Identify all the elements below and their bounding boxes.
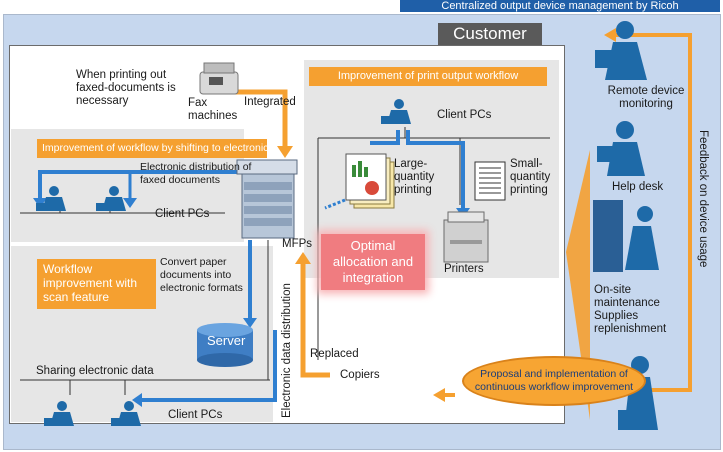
large-quantity-text: Large-quantity printing	[394, 158, 435, 196]
banner-title: Centralized output device management by …	[441, 0, 679, 12]
header-banner: Centralized output device management by …	[400, 0, 720, 12]
help-desk-person-icon	[597, 121, 645, 176]
fax-integrated-arrow	[232, 89, 288, 148]
small-quantity-text: Small-quantity printing	[510, 158, 551, 196]
mfps-text: MFPs	[282, 238, 313, 250]
scan-label: Workflow improvement with scan feature	[37, 259, 156, 309]
when-printing-text: When printing out faxed-documents is nec…	[76, 69, 176, 107]
convert-text: Convert paper documents into electronic …	[160, 256, 243, 294]
remote-monitoring-text: Remote device monitoring	[607, 85, 685, 110]
client-pc-icon	[36, 186, 66, 211]
electronic-distribution-text: Electronic distribution of faxed documen…	[140, 161, 252, 186]
client-pc-icon	[44, 401, 74, 426]
fax-client-pcs-text: Client PCs	[155, 208, 210, 220]
print-client-pcs-text: Client PCs	[437, 109, 492, 121]
top-strip	[0, 0, 723, 9]
integrated-text: Integrated	[244, 96, 296, 108]
fax-machines-text: Fax machines	[188, 97, 238, 122]
maintenance-person-icon	[593, 200, 659, 272]
printer-icon	[443, 211, 489, 263]
copier-replaced-arrow	[300, 262, 330, 378]
right-chevron	[566, 150, 590, 420]
onsite-maintenance-text: On-site maintenance Supplies replenishme…	[594, 284, 667, 335]
client-pc-icon	[381, 99, 411, 124]
proposal-ellipse: Proposal and implementation of continuou…	[462, 356, 646, 406]
large-quantity-documents-icon	[345, 153, 395, 209]
fax-machine-icon	[199, 62, 239, 95]
feedback-arrow	[610, 33, 692, 392]
print-arrow-left	[370, 130, 400, 145]
client-pc-icon	[96, 186, 126, 211]
fax-distribution-arrow	[38, 170, 245, 200]
electronic-fax-label: Improvement of workflow by shifting to e…	[37, 139, 299, 158]
sharing-text: Sharing electronic data	[36, 365, 154, 377]
server-icon	[197, 323, 253, 367]
help-desk-text: Help desk	[612, 181, 664, 193]
mfp-device-icon	[236, 159, 298, 239]
client-pc-icon	[111, 401, 141, 426]
customer-label: Customer	[438, 23, 542, 45]
remote-monitoring-person-icon	[595, 21, 647, 80]
replaced-text: Replaced	[310, 348, 359, 360]
small-quantity-document-icon	[474, 161, 506, 201]
server-label: Server	[207, 333, 246, 348]
print-workflow-label: Improvement of print output workflow	[309, 67, 547, 86]
electronic-data-distribution-text: Electronic data distribution	[281, 283, 293, 418]
printers-text: Printers	[444, 263, 484, 275]
scan-client-pcs-text: Client PCs	[168, 409, 223, 421]
optimal-allocation-label: Optimal allocation and integration	[321, 234, 425, 290]
proposal-text: Proposal and implementation of continuou…	[474, 368, 634, 393]
copiers-text: Copiers	[340, 369, 380, 381]
feedback-text: Feedback on device usage	[697, 130, 709, 268]
